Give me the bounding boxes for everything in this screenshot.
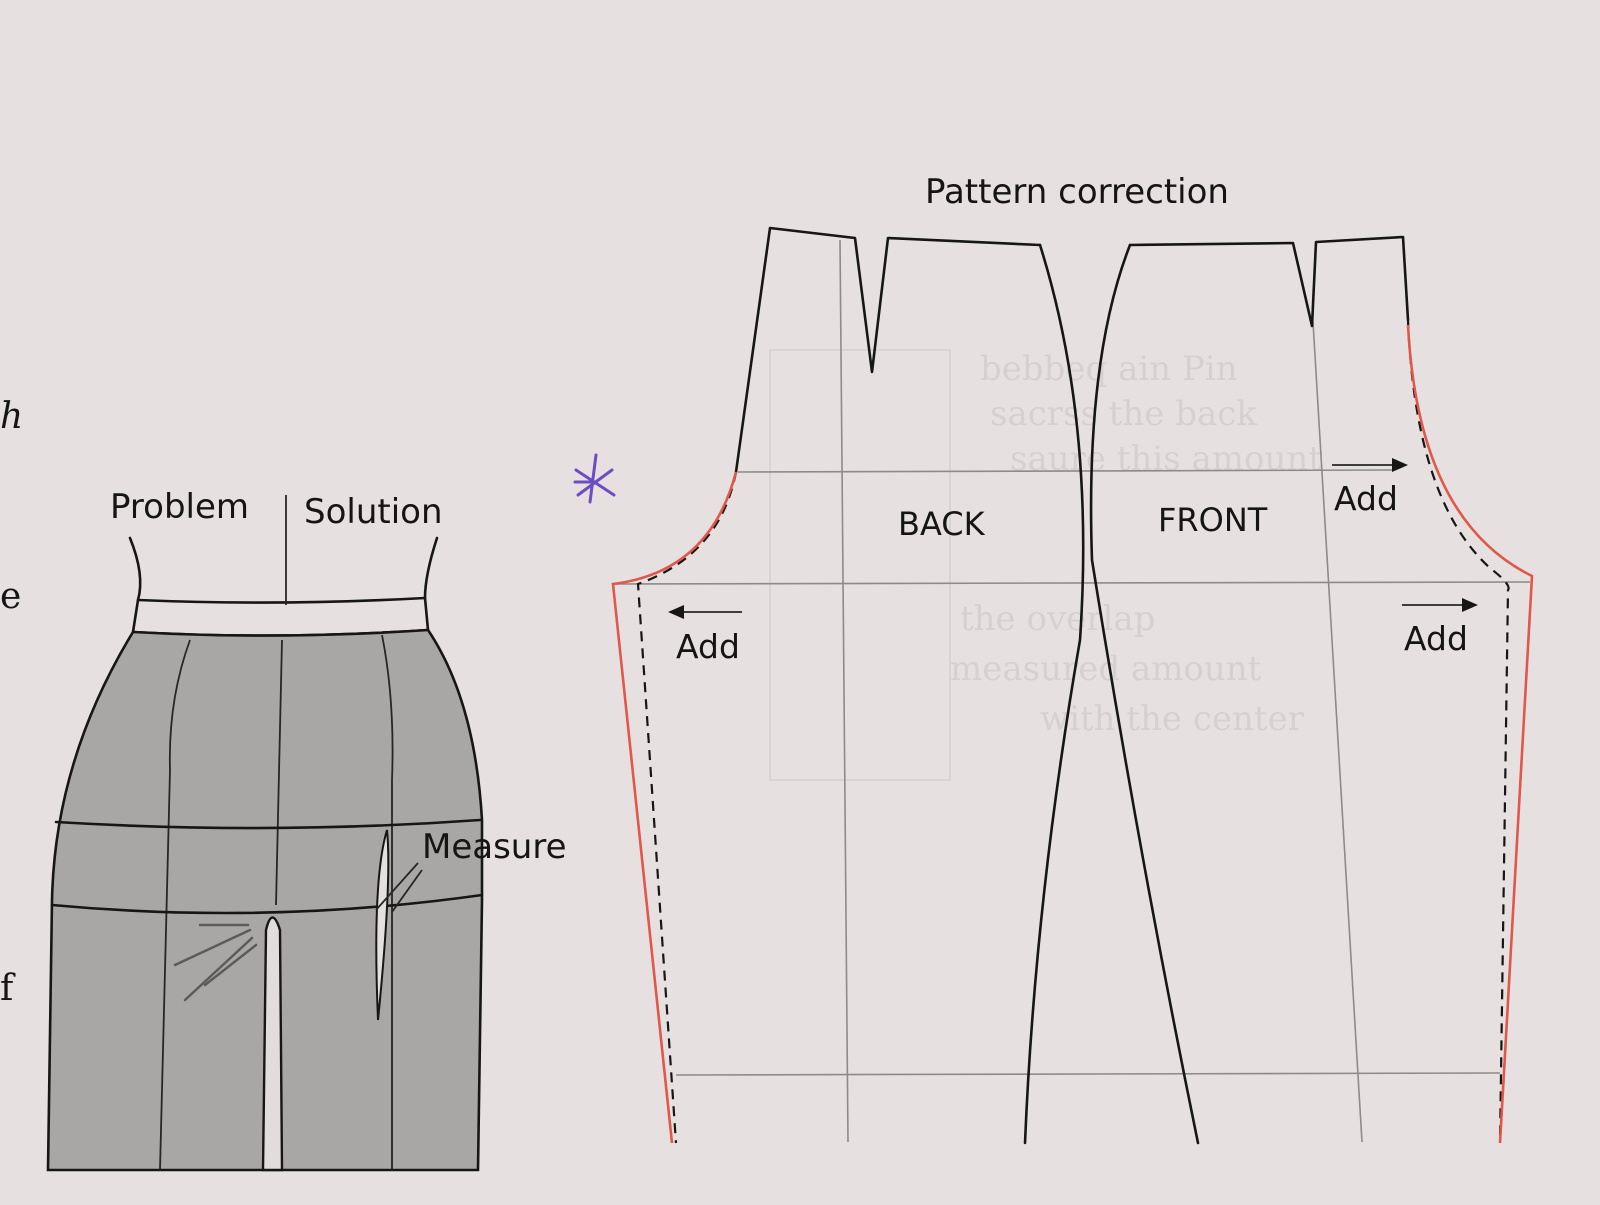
- front-label: FRONT: [1158, 501, 1268, 539]
- front-inseam: [1089, 243, 1200, 1145]
- front-waist-and-dart: [1128, 235, 1410, 328]
- measure-pointer-2: [391, 869, 423, 913]
- svg-text:with the center: with the center: [1040, 699, 1305, 739]
- svg-text:measured amount: measured amount: [950, 649, 1262, 689]
- hip-line: [54, 818, 482, 830]
- front-grainline: [1312, 321, 1363, 1143]
- left-seam-line: [159, 639, 191, 1171]
- crotch-opening: [261, 916, 284, 1172]
- hip-guide-line: [737, 469, 1396, 473]
- back-original-outline: [636, 471, 738, 1144]
- front-corrected-outline: [1406, 324, 1534, 1144]
- back-add-arrowhead: [668, 605, 684, 619]
- waistband: [131, 596, 430, 637]
- back-inseam: [1023, 243, 1085, 1145]
- pattern-grid: [611, 239, 1531, 1143]
- pants-illustration: Problem Solution Measure: [46, 487, 567, 1172]
- measure-label: Measure: [422, 827, 567, 867]
- knee-guide-line: [675, 1072, 1501, 1076]
- asterisk-mark: [573, 453, 616, 504]
- front-hip-add-label: Add: [1334, 479, 1398, 518]
- margin-letter-f: f: [0, 968, 16, 1009]
- svg-text:bebbeq ain Pin: bebbeq ain Pin: [980, 349, 1238, 389]
- crotch-line: [50, 893, 484, 915]
- problem-label: Problem: [110, 487, 249, 527]
- center-line-lower: [275, 639, 283, 906]
- front-original-outline: [1406, 319, 1510, 1144]
- diagram-title: Pattern correction: [925, 172, 1229, 212]
- front-pattern-piece: FRONT Add Add: [1089, 235, 1534, 1145]
- svg-text:sacrss the back: sacrss the back: [990, 394, 1257, 434]
- svg-text:saure this amount: saure this amount: [1010, 439, 1322, 479]
- front-hip-add-arrowhead: [1392, 458, 1408, 472]
- pants-body: [46, 628, 484, 1172]
- front-side-add-label: Add: [1404, 619, 1468, 658]
- measure-pointer-1: [375, 862, 419, 911]
- show-through-text: bebbeq ain Pin sacrss the back saure thi…: [769, 349, 1322, 781]
- back-add-label: Add: [676, 627, 740, 666]
- margin-letter-e: e: [0, 576, 21, 617]
- crotch-guide-line: [611, 581, 1531, 585]
- strain-wrinkles: [173, 923, 258, 1002]
- torso-left-side: [128, 536, 142, 602]
- back-grainline: [839, 239, 849, 1143]
- svg-text:the overlap: the overlap: [960, 599, 1155, 639]
- front-side-add-arrowhead: [1462, 598, 1478, 612]
- right-seam-line: [381, 634, 394, 1170]
- back-label: BACK: [898, 505, 986, 543]
- back-corrected-outline: [611, 471, 738, 1144]
- margin-letter-h: h: [0, 396, 23, 437]
- torso-right-side: [423, 536, 439, 600]
- back-pattern-piece: BACK Add: [611, 226, 1085, 1145]
- pinched-fold: [375, 829, 390, 1021]
- back-waist-and-dart: [734, 226, 1042, 474]
- solution-label: Solution: [304, 492, 443, 532]
